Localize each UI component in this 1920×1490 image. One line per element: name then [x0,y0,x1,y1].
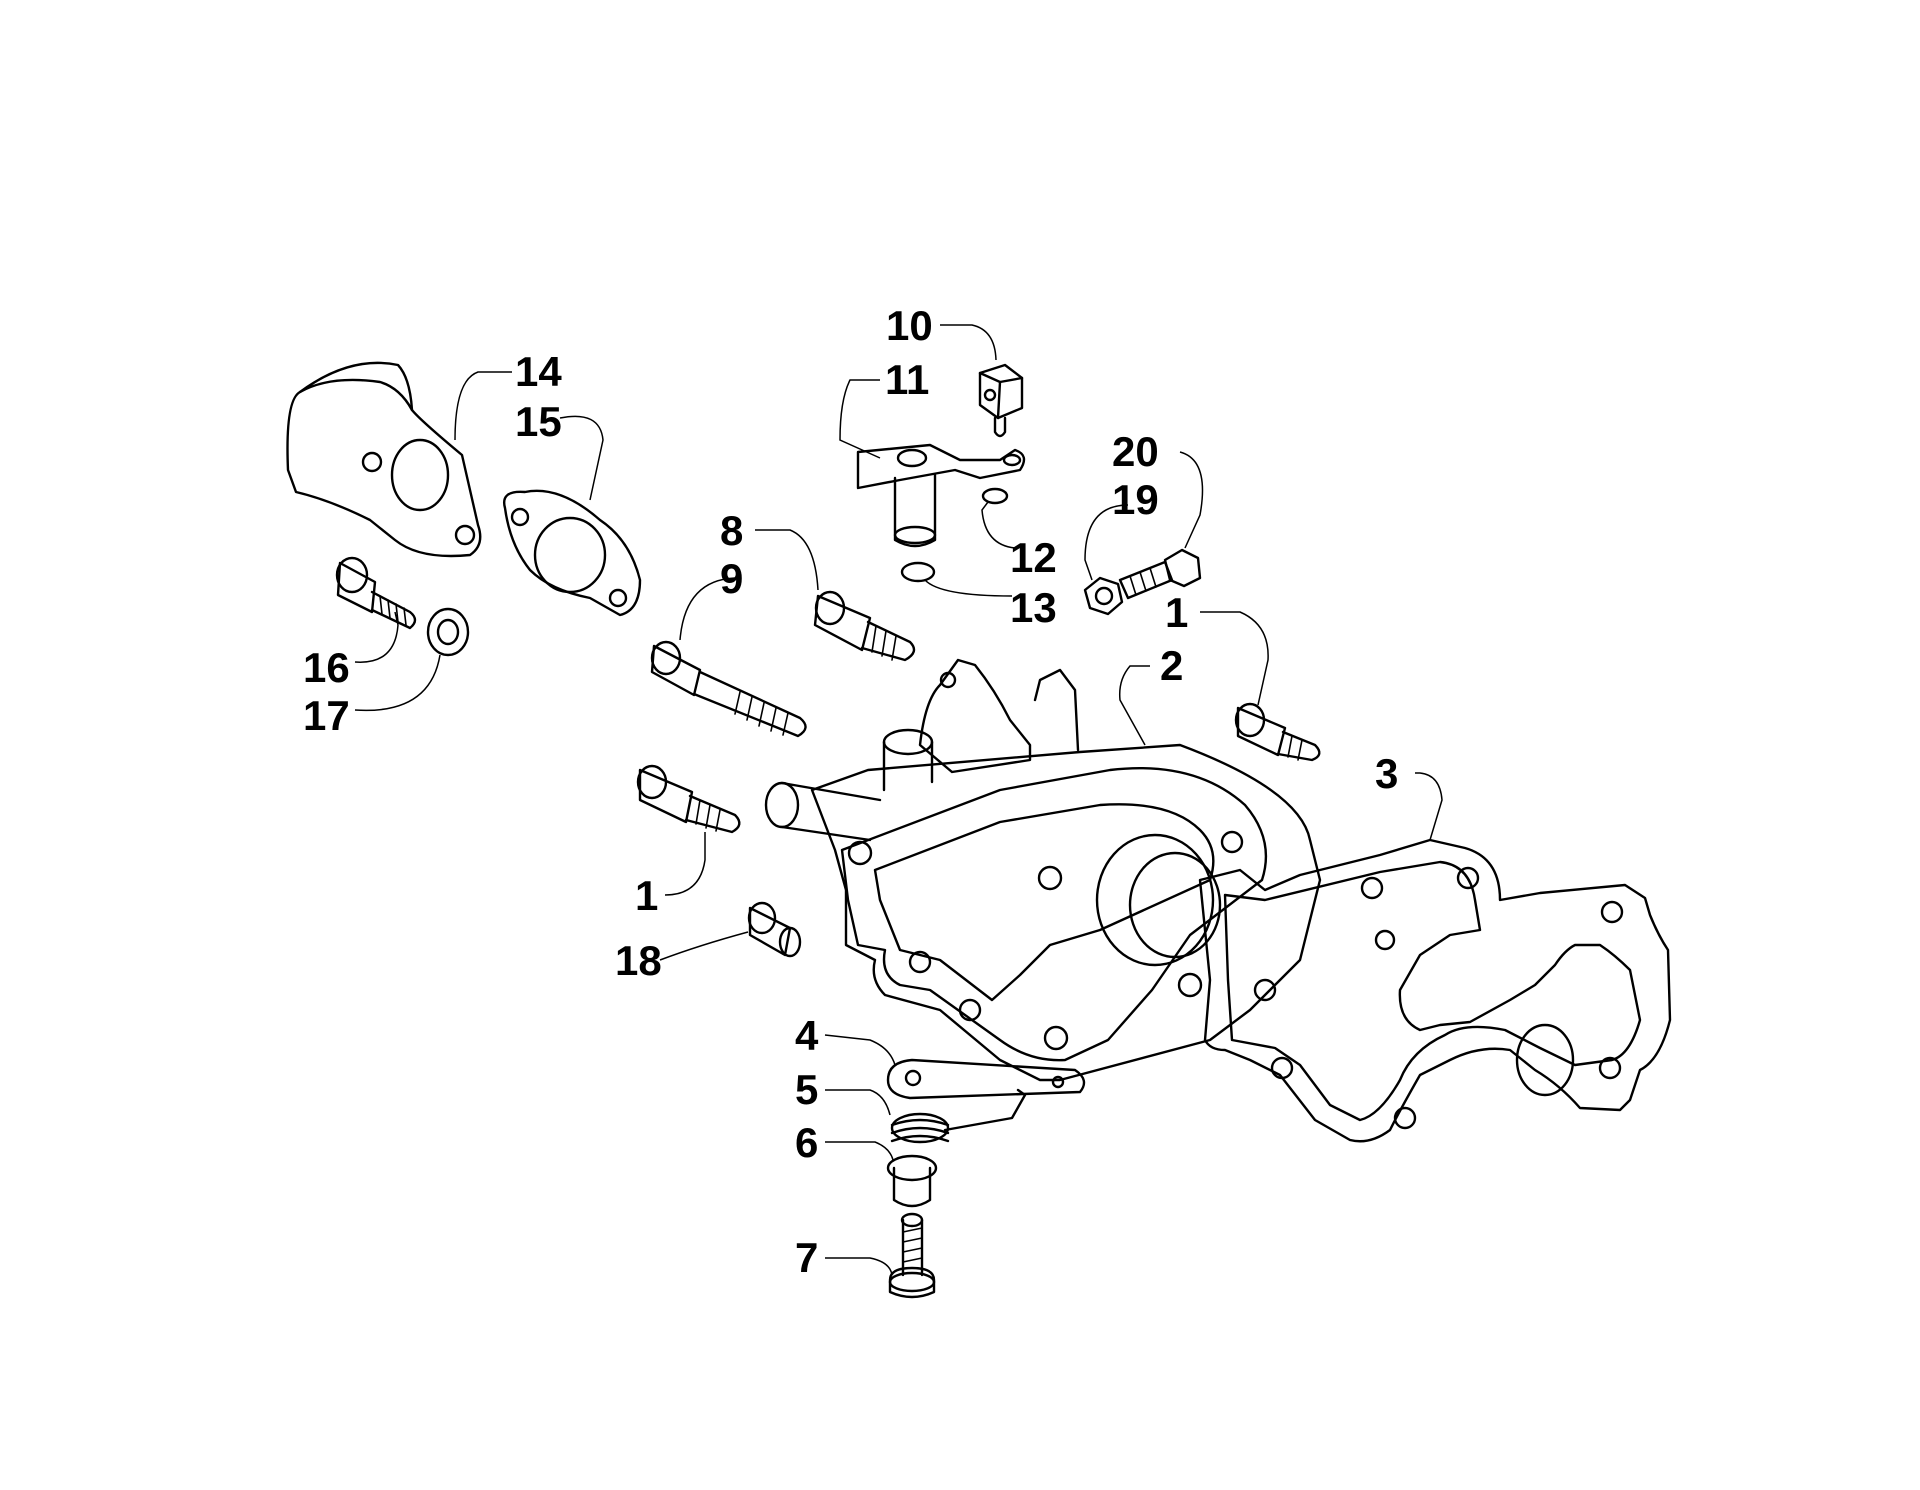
callout-3: 3 [1375,750,1398,797]
leader-20 [1179,451,1204,549]
callout-6: 6 [795,1119,818,1166]
leader-1-right [1200,611,1269,706]
leader-lines [354,324,1443,1276]
callout-11: 11 [885,356,929,403]
leader-6 [825,1141,894,1161]
part-11-bracket [856,443,1026,548]
callout-9: 9 [720,555,743,602]
part-8-bolt [813,590,916,662]
callout-8: 8 [720,507,743,554]
part-18-plug [747,901,802,958]
part-16-bolt [335,556,417,630]
leader-10 [940,324,997,361]
part-1-bolt-left [636,764,741,834]
callout-4: 4 [795,1012,819,1059]
leader-1-left [664,832,706,896]
callout-1-right: 1 [1165,589,1188,636]
part-14-elbow-housing [286,361,482,558]
callout-17: 17 [303,692,350,739]
leader-11 [839,379,881,459]
leader-16 [354,611,399,663]
callout-labels: 10 11 12 13 14 15 16 17 8 9 20 19 1 2 3 … [303,302,1398,1281]
callout-15: 15 [515,398,562,445]
leader-3 [1415,772,1443,841]
leader-13 [924,579,1013,597]
callout-18: 18 [615,937,662,984]
leader-14 [454,371,512,441]
leader-17 [354,654,441,712]
part-19-nut [1083,576,1124,616]
callout-5: 5 [795,1066,818,1113]
part-17-washer [426,607,470,657]
part-7-bolt [888,1212,936,1299]
leader-5 [825,1089,891,1116]
part-1-bolt-right [1234,702,1321,762]
callout-12: 12 [1010,534,1057,581]
callout-7: 7 [795,1234,818,1281]
leader-2 [1118,665,1150,746]
leader-7 [825,1257,893,1276]
callout-20: 20 [1112,428,1159,475]
callout-16: 16 [303,644,350,691]
callout-2: 2 [1160,642,1183,689]
callout-13: 13 [1010,584,1057,631]
part-3-gasket [1198,838,1672,1143]
leader-19 [1084,504,1129,581]
leader-15 [559,415,604,501]
leader-12 [981,501,1016,549]
leader-4 [824,1034,896,1066]
callout-19: 19 [1112,476,1159,523]
part-6-bushing [886,1154,938,1208]
part-15-gasket [503,489,642,617]
part-9-long-bolt [650,640,807,738]
part-12-o-ring [981,487,1009,505]
leader-8 [755,529,819,591]
part-10-sensor [978,363,1024,438]
part-5-spring [890,1088,1027,1144]
leader-9 [679,577,736,641]
leader-18 [659,931,749,961]
callout-14: 14 [515,348,562,395]
callout-10: 10 [886,302,933,349]
part-2-main-body [764,658,1322,1082]
part-20-bolt [1118,548,1202,600]
callout-1-left: 1 [635,872,658,919]
part-4-lever [886,1058,1086,1100]
part-13-o-ring [900,561,936,583]
